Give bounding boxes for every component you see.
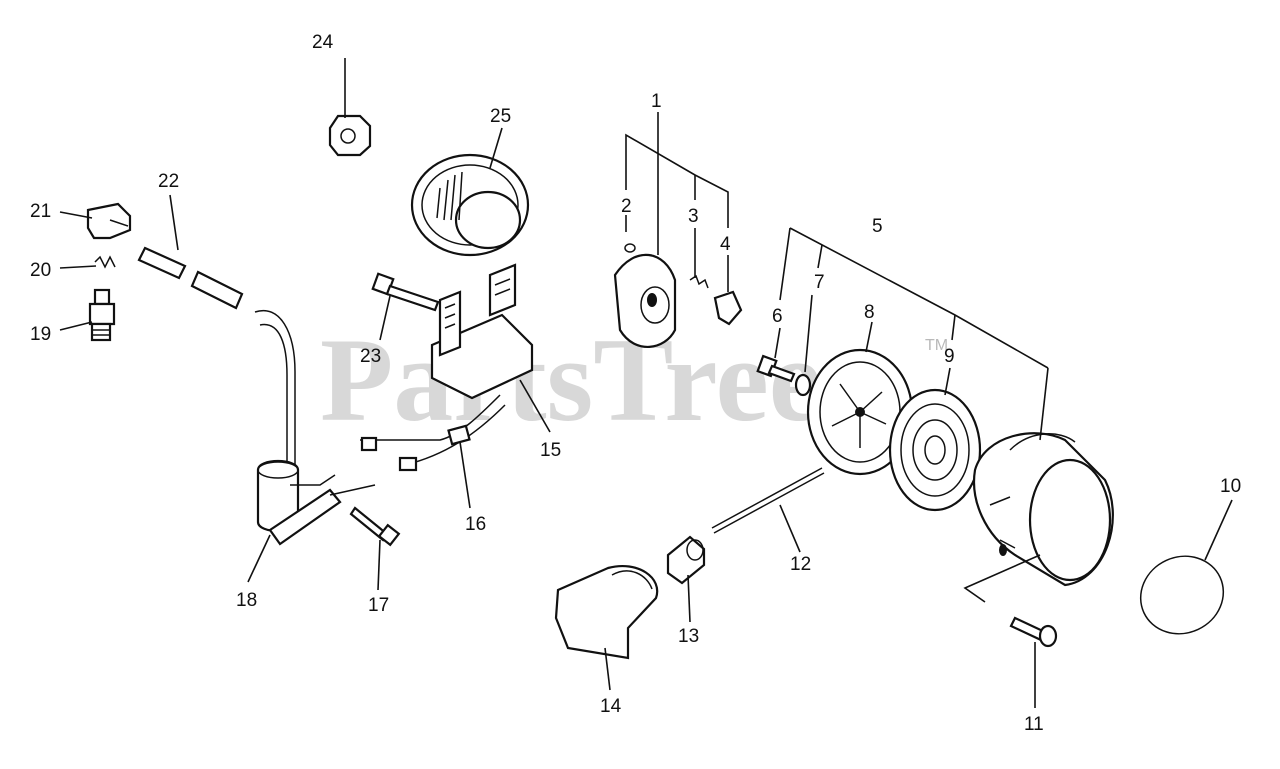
callout-1[interactable]: 1 [651, 91, 662, 112]
callout-16[interactable]: 16 [465, 514, 486, 535]
part-15-ignition-module[interactable] [430, 263, 534, 400]
callout-15[interactable]: 15 [540, 440, 561, 461]
watermark-trademark: TM [925, 337, 948, 354]
part-14-starter-handle[interactable] [554, 565, 659, 660]
part-17-bolt[interactable] [349, 506, 401, 547]
part-22-hose[interactable] [137, 246, 296, 475]
callout-21[interactable]: 21 [30, 201, 51, 222]
part-7-washer[interactable] [794, 373, 812, 397]
part-12-starter-rope[interactable] [711, 467, 825, 534]
callout-11[interactable]: 11 [1024, 714, 1044, 735]
callout-14[interactable]: 14 [600, 696, 622, 717]
part-20-spring[interactable] [94, 255, 116, 269]
callout-12[interactable]: 12 [790, 554, 811, 575]
part-1-pawl-assembly[interactable] [613, 253, 677, 348]
callout-9[interactable]: 9 [944, 346, 955, 367]
part-6-screw[interactable] [756, 354, 796, 383]
callout-4[interactable]: 4 [720, 234, 731, 255]
watermark-logo: PartsTree [320, 313, 822, 446]
callout-2[interactable]: 2 [621, 196, 632, 217]
callout-10[interactable]: 10 [1220, 476, 1241, 497]
part-11-bolt[interactable] [1009, 616, 1058, 648]
callout-23[interactable]: 23 [360, 346, 381, 367]
callout-22[interactable]: 22 [158, 171, 179, 192]
part-23-bolt[interactable] [371, 272, 440, 312]
callout-25[interactable]: 25 [490, 106, 511, 127]
part-4-pawl[interactable] [713, 290, 743, 326]
leader-lines [59, 58, 1233, 708]
part-21-spark-plug-cap[interactable] [86, 202, 132, 240]
callout-5[interactable]: 5 [872, 216, 883, 237]
callout-13[interactable]: 13 [678, 626, 699, 647]
callout-19[interactable]: 19 [30, 324, 51, 345]
part-2-spring-clip[interactable] [624, 243, 636, 253]
part-9-recoil-spring[interactable] [888, 388, 982, 512]
callout-7[interactable]: 7 [814, 272, 825, 293]
part-25-flywheel[interactable] [410, 153, 530, 257]
callout-6[interactable]: 6 [772, 306, 783, 327]
part-5-starter-housing[interactable] [973, 432, 1114, 587]
callout-labels: 1 2 3 4 5 6 7 8 9 10 11 12 13 14 15 16 1… [30, 32, 1241, 735]
callout-24[interactable]: 24 [312, 32, 334, 53]
callout-8[interactable]: 8 [864, 302, 875, 323]
part-19-spark-plug[interactable] [88, 288, 116, 342]
part-3-spring[interactable] [689, 274, 709, 289]
callout-20[interactable]: 20 [30, 260, 51, 281]
part-24-nut[interactable] [328, 114, 372, 157]
part-13-grommet[interactable] [666, 535, 706, 585]
callout-17[interactable]: 17 [368, 595, 389, 616]
part-10-o-ring[interactable] [1128, 543, 1236, 647]
part-16-wire-harness[interactable] [329, 394, 506, 496]
callout-3[interactable]: 3 [688, 206, 699, 227]
callout-18[interactable]: 18 [236, 590, 257, 611]
part-18-ignition-coil[interactable] [256, 459, 342, 546]
